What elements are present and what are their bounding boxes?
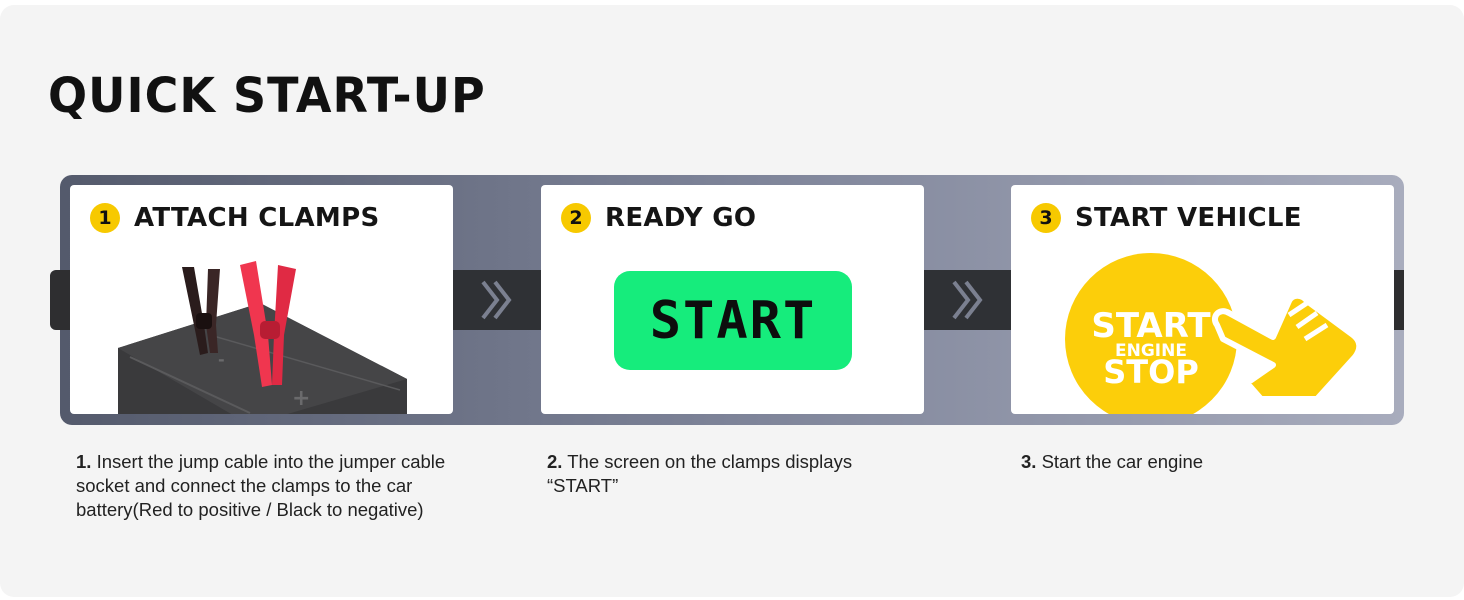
page-title: QUICK START-UP [48, 66, 486, 124]
engine-button-stop-text: STOP [1103, 353, 1199, 391]
start-screen-display: START [614, 271, 852, 370]
step-number-badge: 1 [90, 203, 120, 233]
step-card-attach-clamps: - + 1 ATTACH CLAMPS [70, 185, 453, 414]
step-description-2: 2. The screen on the clamps displays “ST… [547, 450, 907, 498]
step-description-text: Insert the jump cable into the jumper ca… [76, 451, 446, 520]
step-description-number: 1. [76, 451, 92, 472]
engine-start-button-illustration: START ENGINE STOP [1065, 253, 1363, 414]
step-header-2: 2 READY GO [561, 203, 756, 233]
step-description-number: 2. [547, 451, 563, 472]
step-number-badge: 2 [561, 203, 591, 233]
battery-plus-label: + [292, 386, 310, 411]
step-card-ready-go: 2 READY GO START [541, 185, 924, 414]
step-header-3: 3 START VEHICLE [1031, 203, 1302, 233]
step-header-1: 1 ATTACH CLAMPS [90, 203, 380, 233]
step-title: ATTACH CLAMPS [134, 203, 380, 233]
step-card-start-vehicle: START ENGINE STOP 3 START VEHICLE [1011, 185, 1394, 414]
battery-clamps-illustration: - + [118, 261, 407, 414]
step-description-text: The screen on the clamps displays “START… [547, 451, 853, 496]
hand-pointer-icon [1211, 292, 1363, 402]
step-description-1: 1. Insert the jump cable into the jumper… [76, 450, 456, 522]
step-connector-1 [453, 270, 541, 330]
step-description-text: Start the car engine [1041, 451, 1204, 472]
step-title: START VEHICLE [1075, 203, 1302, 233]
step-description-number: 3. [1021, 451, 1037, 472]
step-description-3: 3. Start the car engine [1021, 450, 1381, 474]
step-number-badge: 3 [1031, 203, 1061, 233]
chevron-double-right-icon [481, 280, 512, 320]
red-clamp-icon [240, 261, 296, 387]
chevron-double-right-icon [952, 280, 983, 320]
battery-minus-label: - [218, 350, 225, 369]
engine-button-start-text: START [1091, 306, 1211, 346]
step-connector-2 [924, 270, 1012, 330]
black-clamp-icon [182, 267, 220, 355]
step-title: READY GO [605, 203, 757, 233]
engine-button-engine-text: ENGINE [1115, 341, 1187, 361]
